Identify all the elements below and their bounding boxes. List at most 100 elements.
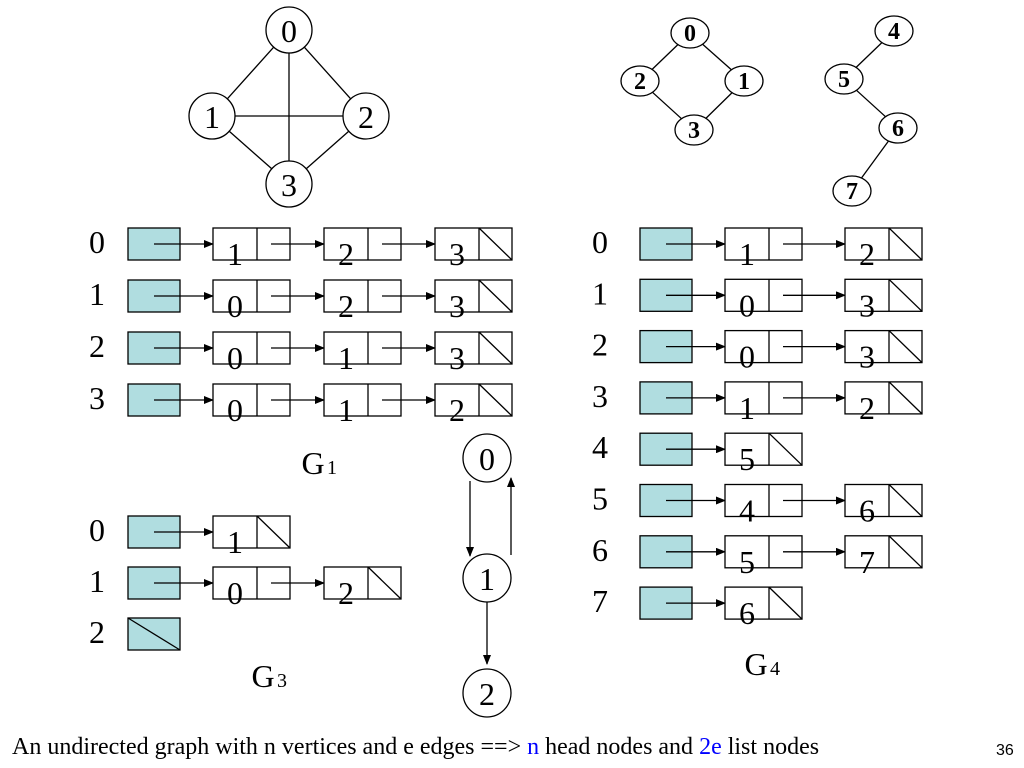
g4-node-value: 6 (739, 595, 755, 631)
g1-list-node (434, 383, 513, 417)
g3-list-node (323, 566, 402, 600)
g4-row-index: 6 (592, 532, 608, 568)
g1-row-index: 0 (89, 224, 105, 260)
g4-node-value: 0 (739, 339, 755, 375)
caption: An undirected graph with n vertices and … (12, 734, 819, 761)
g3-vertex-1 (462, 553, 512, 603)
g1-list-node (434, 227, 513, 261)
g4-vertex-0 (670, 17, 710, 49)
g4-edge-1-3 (704, 91, 734, 120)
g3-node-value: 1 (227, 524, 243, 560)
g4-edge-4-5 (854, 40, 884, 70)
g1-edge-0-1 (226, 46, 275, 100)
g3-vertex-2 (462, 668, 512, 718)
g3-label-sub: 3 (277, 670, 287, 692)
g4-list-node (844, 278, 923, 312)
g4-vertex-label-4: 4 (888, 19, 900, 45)
g1-vertex-1 (188, 92, 236, 140)
g1-node-value: 2 (449, 392, 465, 428)
g3-vertex-0 (462, 433, 512, 483)
g3-vertex-label-1: 1 (479, 561, 495, 597)
caption-2e: 2e (699, 734, 722, 760)
g4-list-node (844, 483, 923, 518)
g4-node-value: 7 (859, 544, 875, 580)
g1-node-value: 2 (338, 288, 354, 324)
g4-vertex-5 (824, 63, 864, 95)
g3-list-node (212, 515, 291, 549)
g4-row-index: 3 (592, 378, 608, 414)
g1-edge-1-3 (228, 130, 273, 170)
g4-null-link (888, 278, 923, 312)
g4-null-link (888, 484, 923, 517)
g4-node-value: 5 (739, 441, 755, 477)
g4-vertex-1 (724, 65, 764, 97)
g4-row-index: 5 (592, 481, 608, 517)
g1-vertex-label-2: 2 (358, 99, 374, 135)
g1-node-value: 3 (449, 340, 465, 376)
g3-node-value: 0 (227, 575, 243, 611)
g3-node-value: 2 (338, 575, 354, 611)
g4-vertex-6 (878, 112, 918, 144)
caption-n: n (527, 734, 540, 760)
g1-list-node (434, 331, 513, 365)
g1-node-value: 1 (227, 236, 243, 272)
g1-vertex-label-1: 1 (204, 99, 220, 135)
g1-node-value: 0 (227, 392, 243, 428)
g4-row-index: 1 (592, 275, 608, 311)
g1-vertex-3 (265, 160, 313, 208)
g4-row-index: 0 (592, 224, 608, 260)
g1-null-link (478, 331, 513, 365)
g3-vertex-label-2: 2 (479, 676, 495, 712)
g1-node-value: 3 (449, 236, 465, 272)
g3-null-link (256, 515, 291, 549)
g4-null-link (888, 227, 923, 261)
g4-null-link (888, 330, 923, 364)
g4-edge-5-6 (854, 88, 888, 119)
g4-label-sub: 4 (770, 658, 780, 680)
g4-row-index: 7 (592, 583, 608, 619)
g4-list-node (844, 227, 923, 261)
g4-node-value: 3 (859, 339, 875, 375)
g3-vertex-label-0: 0 (479, 441, 495, 477)
g1-node-value: 1 (338, 392, 354, 428)
g1-row-index: 2 (89, 328, 105, 364)
page-number: 36 (996, 742, 1014, 759)
g4-vertex-2 (620, 65, 660, 97)
g4-node-value: 3 (859, 287, 875, 323)
g4-null-link (888, 381, 923, 415)
g3-row-index: 0 (89, 512, 105, 548)
g1-vertex-2 (342, 92, 390, 140)
g4-vertex-3 (674, 114, 714, 146)
g4-null-link (768, 586, 803, 620)
g4-node-value: 4 (739, 493, 755, 529)
g4-null-link (768, 432, 803, 466)
g3-row-index: 1 (89, 563, 105, 599)
g4-vertex-label-1: 1 (738, 69, 750, 95)
g4-edge-2-3 (650, 90, 684, 121)
g4-vertex-label-2: 2 (634, 69, 646, 95)
g1-list-node (434, 279, 513, 313)
g3-label: G (251, 658, 274, 694)
g3-row-index: 2 (89, 614, 105, 650)
g1-node-value: 0 (227, 288, 243, 324)
g4-node-value: 1 (739, 390, 755, 426)
g4-vertex-label-7: 7 (846, 179, 858, 205)
g4-node-value: 5 (739, 544, 755, 580)
g1-row-index: 1 (89, 276, 105, 312)
g4-vertex-label-5: 5 (838, 67, 850, 93)
g1-null-link (478, 227, 513, 261)
g1-vertex-label-3: 3 (281, 167, 297, 203)
g3-null-link (367, 566, 402, 600)
g4-list-node (844, 329, 923, 364)
g1-node-value: 2 (338, 236, 354, 272)
g4-node-value: 2 (859, 236, 875, 272)
g1-edge-0-2 (303, 46, 352, 100)
g4-vertex-4 (874, 15, 914, 47)
g4-edge-0-2 (650, 42, 680, 72)
caption-part3: list nodes (721, 734, 820, 760)
g1-null-link (478, 383, 513, 417)
g4-vertex-label-6: 6 (892, 116, 904, 142)
g1-node-value: 3 (449, 288, 465, 324)
caption-part2: head nodes and (539, 734, 700, 760)
